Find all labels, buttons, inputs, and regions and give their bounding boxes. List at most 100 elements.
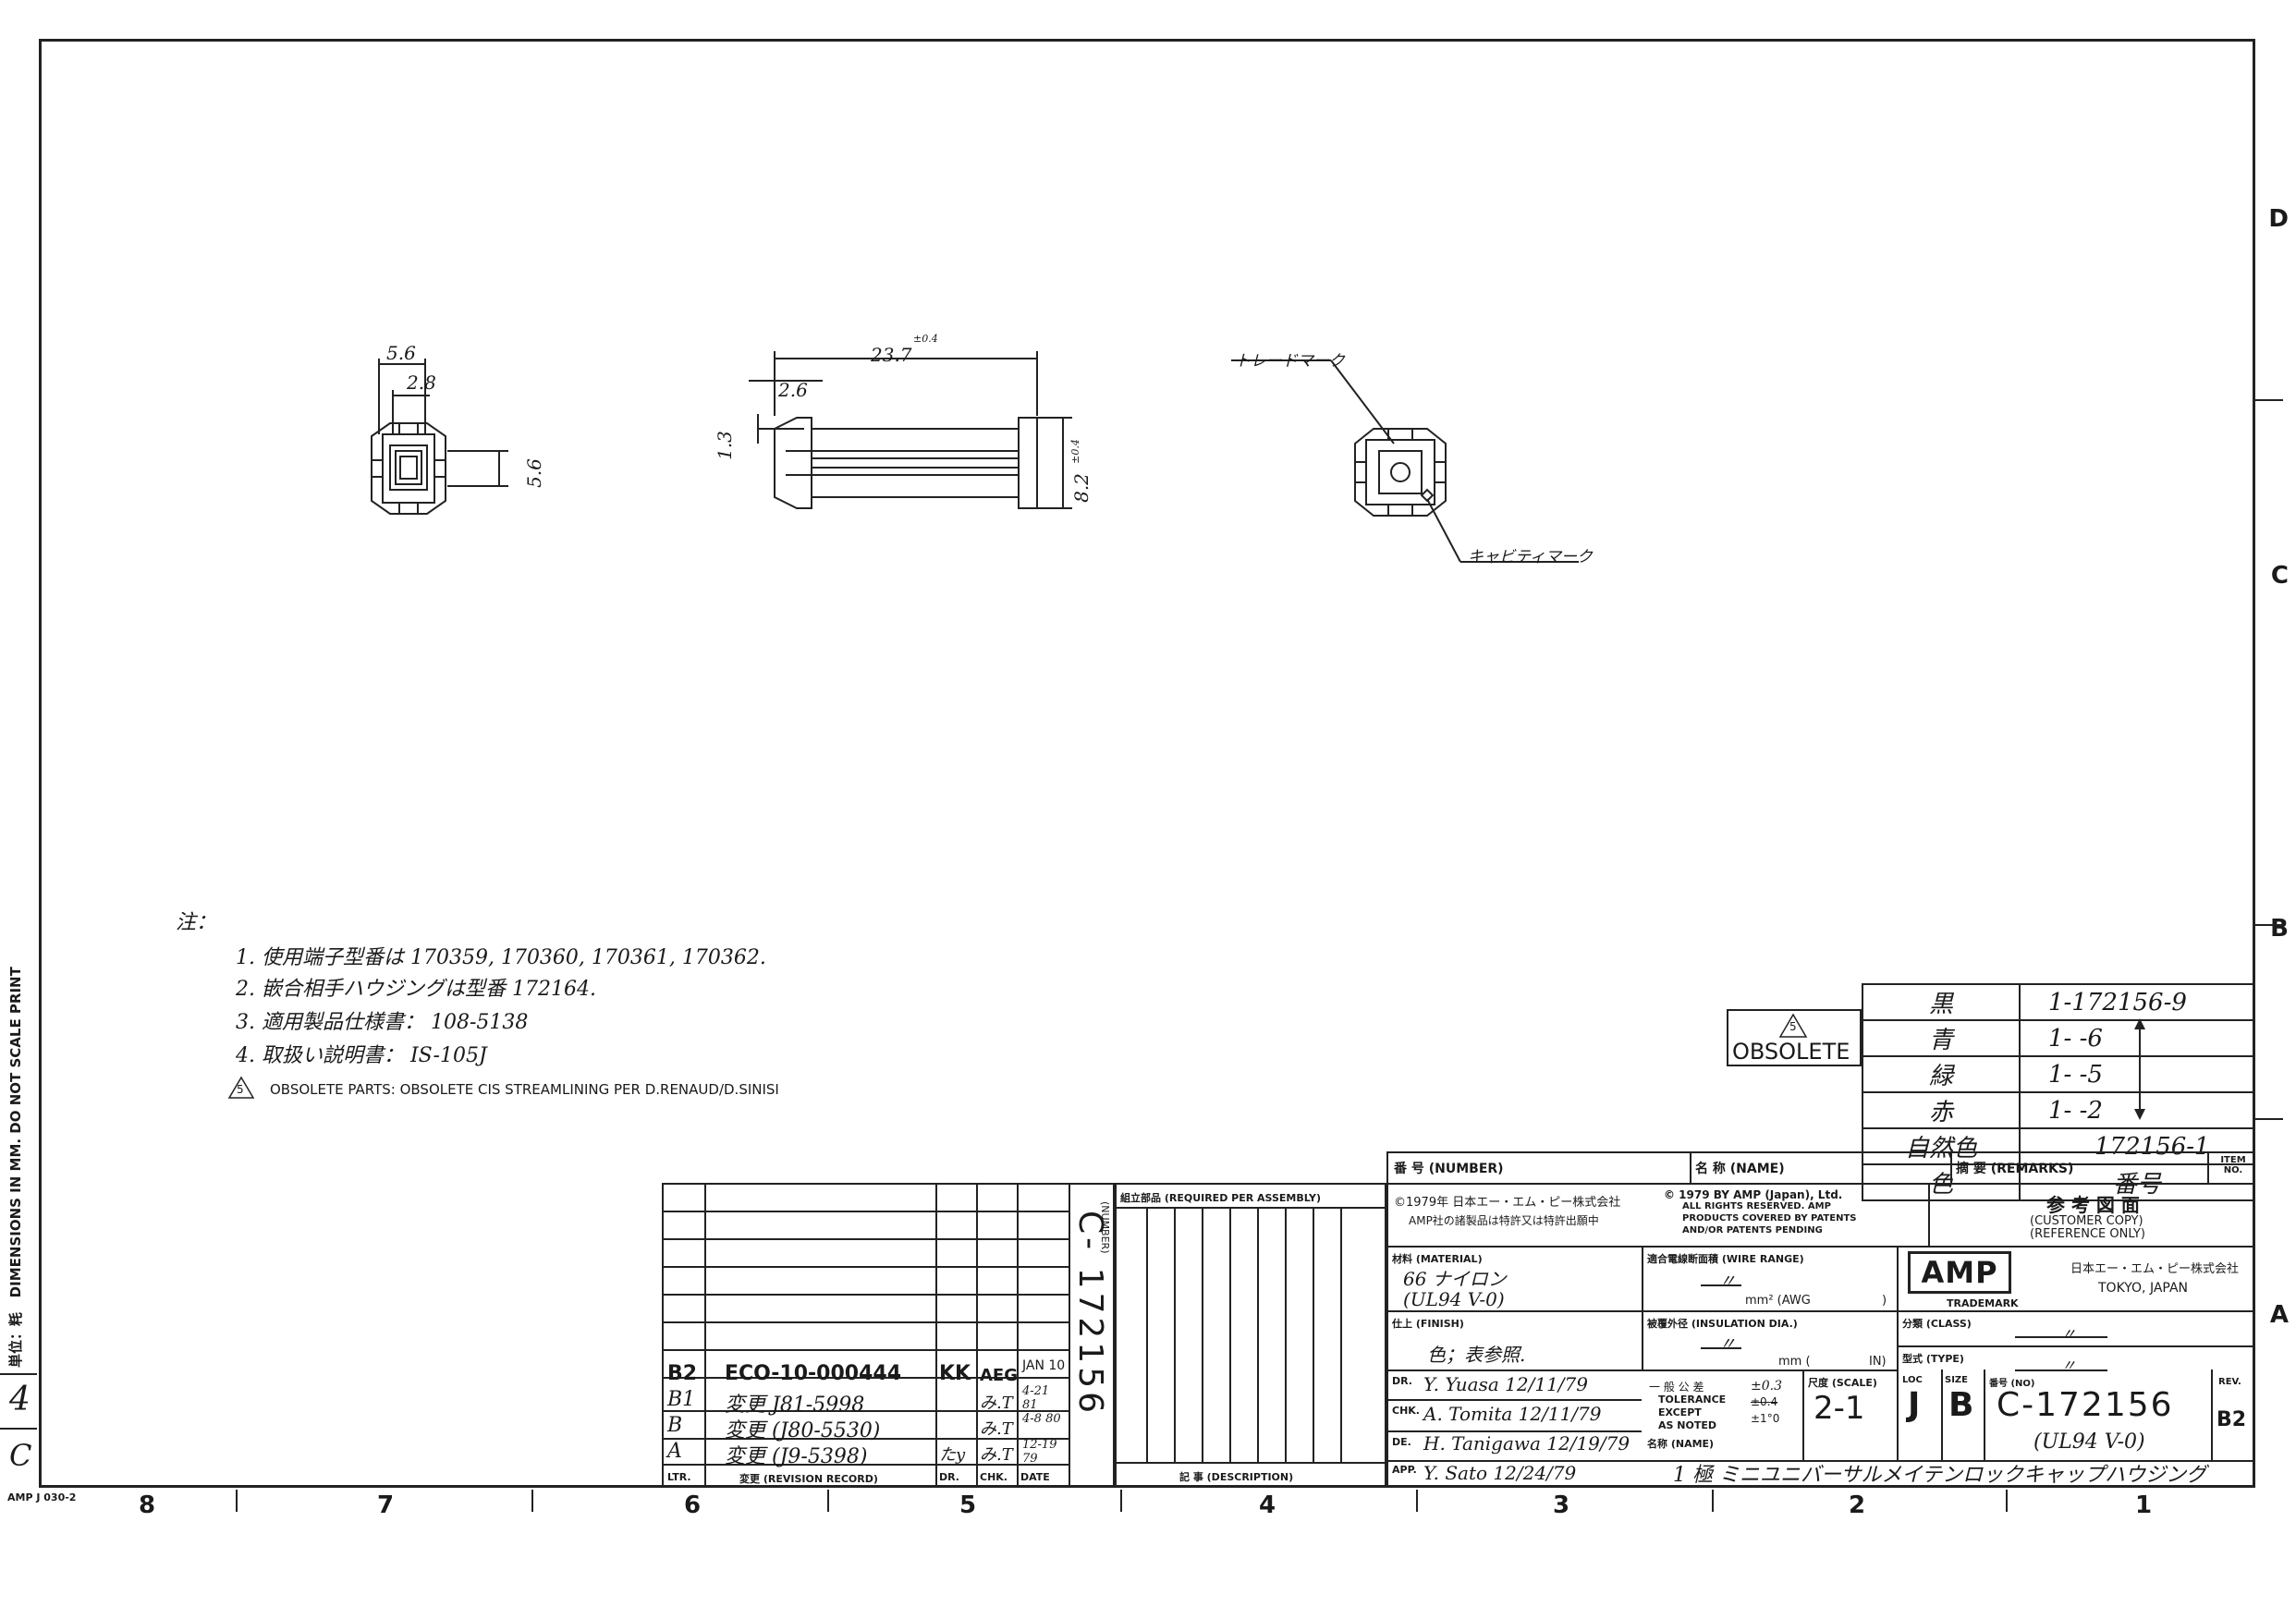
part-cell: 1- -5: [2019, 1055, 2255, 1093]
note-item: 3. 適用製品仕様書： 108-5138: [236, 1011, 529, 1034]
tolerance-angular: ±1°0: [1751, 1412, 1780, 1425]
wire-range-value: 〃: [1719, 1272, 1736, 1291]
rev-footer-desc: 変更 (REVISION RECORD): [739, 1473, 878, 1485]
reference-en-2: (REFERENCE ONLY): [2030, 1227, 2145, 1241]
zone-letter-b: B: [2270, 915, 2289, 943]
tolerance-linear-struck: ±0.4: [1751, 1395, 1778, 1408]
rev-chk: み.T: [980, 1419, 1013, 1439]
zone-divider: [2255, 399, 2283, 401]
front-dim-2-8: 2.8: [407, 371, 436, 394]
rev-ltr: B2: [667, 1362, 698, 1385]
zone-number-2: 2: [1849, 1491, 1866, 1519]
app-signature: Y. Sato 12/24/79: [1423, 1462, 1577, 1484]
color-cell: 黒: [1862, 983, 2021, 1021]
obsolete-box: 5 OBSOLETE: [1727, 1009, 1862, 1066]
copyright-jp-2: AMP社の諸製品は特許又は特許出願中: [1409, 1214, 1599, 1227]
class-label: 分類 (CLASS): [1902, 1318, 1972, 1330]
rev-footer-dr: DR.: [939, 1471, 959, 1483]
insulation-unit: mm (: [1778, 1355, 1811, 1369]
insulation-value: 〃: [1719, 1334, 1736, 1354]
zone-letter-a: A: [2269, 1301, 2289, 1329]
zone-tick: [1120, 1490, 1122, 1512]
remarks-label: 摘 要 (REMARKS): [1956, 1162, 2074, 1176]
drawing-number: C-172156: [1997, 1386, 2174, 1424]
rev-chk: み.T: [980, 1394, 1013, 1413]
finish-value: 色；表参照.: [1427, 1344, 1526, 1366]
amp-logo: AMP: [1908, 1251, 2011, 1294]
rev-value: B2: [2217, 1408, 2247, 1431]
size-value: B: [1948, 1386, 1974, 1424]
side-dim-23-7: 23.7: [871, 344, 912, 366]
title-block: [1386, 1151, 2255, 1488]
part-cell: 1-172156-9: [2019, 983, 2255, 1021]
color-cell: 赤: [1862, 1091, 2021, 1129]
tolerance-linear: ±0.3: [1751, 1379, 1782, 1394]
front-dim-5-6: 5.6: [386, 342, 416, 364]
copyright-en-1: © 1979 BY AMP (Japan), Ltd.: [1664, 1188, 1843, 1201]
app-label: APP.: [1392, 1464, 1417, 1476]
units-note: 単位：粍: [7, 1311, 24, 1368]
zone-divider: [2255, 1118, 2283, 1120]
rev-desc: 変更 (J80-5530): [725, 1419, 881, 1442]
zone-tick: [2006, 1490, 2008, 1512]
insulation-label: 被覆外径 (INSULATION DIA.): [1647, 1318, 1798, 1330]
note-item: 2. 嵌合相手ハウジングは型番 172164.: [236, 978, 596, 1001]
zone-tick: [827, 1490, 829, 1512]
zone-letter-d: D: [2268, 205, 2289, 233]
tolerance-line-2: EXCEPT: [1658, 1406, 1702, 1418]
rev-footer-chk: CHK.: [980, 1471, 1008, 1483]
trademark-text: TRADEMARK: [1947, 1297, 2019, 1309]
size-label: SIZE: [1945, 1375, 1969, 1385]
loc-label: LOC: [1902, 1375, 1923, 1385]
name-label: 名 称 (NAME): [1695, 1162, 1785, 1176]
zone-number-8: 8: [139, 1491, 156, 1519]
type-label: 型式 (TYPE): [1902, 1353, 1964, 1365]
obsolete-note: OBSOLETE PARTS: OBSOLETE CIS STREAMLININ…: [270, 1081, 779, 1098]
note-item: 4. 取扱い説明書： IS-105J: [236, 1044, 487, 1067]
insulation-unit-close: IN): [1869, 1355, 1887, 1369]
rev-desc: 変更 (J9-5398): [725, 1445, 868, 1468]
note-item: 1. 使用端子型番は 170359, 170360, 170361, 17036…: [236, 946, 766, 969]
rev-dr: たy: [939, 1445, 966, 1465]
chk-label: CHK.: [1392, 1405, 1420, 1417]
front-dim-5-6-side: 5.6: [522, 458, 545, 488]
color-cell: 自然色: [1862, 1127, 2021, 1165]
zone-tick: [236, 1490, 238, 1512]
material-value-2: (UL94 V-0): [1403, 1288, 1505, 1310]
revision-block: [662, 1183, 1115, 1488]
assembly-block: [1115, 1183, 1386, 1488]
scale-label: 尺度 (SCALE): [1808, 1377, 1877, 1389]
name-field-label: 名称 (NAME): [1647, 1438, 1715, 1450]
color-cell: 青: [1862, 1019, 2021, 1057]
rev-date: 4-21 81: [1022, 1384, 1050, 1412]
part-cell: 172156-1: [2019, 1127, 2255, 1165]
sheet-number: 4: [9, 1381, 31, 1418]
rev-date: JAN 10: [1022, 1358, 1066, 1373]
form-id: AMP J 030-2: [7, 1491, 77, 1503]
number-header: 番号: [2019, 1163, 2255, 1201]
tolerance-line-3: AS NOTED: [1658, 1419, 1716, 1431]
reference-jp: 参 考 図 面: [2046, 1194, 2140, 1216]
zone-tick: [1712, 1490, 1714, 1512]
rev-desc: 変更 J81-5998: [725, 1394, 865, 1417]
scale-value: 2-1: [1814, 1390, 1865, 1427]
color-header: 色: [1862, 1163, 2021, 1201]
zone-number-4: 4: [1259, 1491, 1276, 1519]
number-label: 番 号 (NUMBER): [1394, 1162, 1504, 1176]
rev-ltr: B: [667, 1414, 683, 1437]
color-cell: 緑: [1862, 1055, 2021, 1093]
company-city: TOKYO, JAPAN: [2098, 1281, 2189, 1296]
rev-date: 12-19 79: [1022, 1438, 1057, 1466]
range-arrow-icon: [2134, 1018, 2145, 1120]
assembly-header: 組立部品 (REQUIRED PER ASSEMBLY): [1120, 1192, 1322, 1204]
dr-label: DR.: [1392, 1375, 1412, 1387]
zone-tick: [1416, 1490, 1418, 1512]
zone-letter-c: C: [2270, 562, 2289, 590]
no-label: 番号 (NO): [1989, 1379, 2035, 1389]
rev-ltr: A: [667, 1440, 682, 1463]
vertical-number-area: C- 172156 (NUMBER): [1059, 1201, 1115, 1488]
tolerance-line-1: TOLERANCE: [1658, 1394, 1727, 1406]
